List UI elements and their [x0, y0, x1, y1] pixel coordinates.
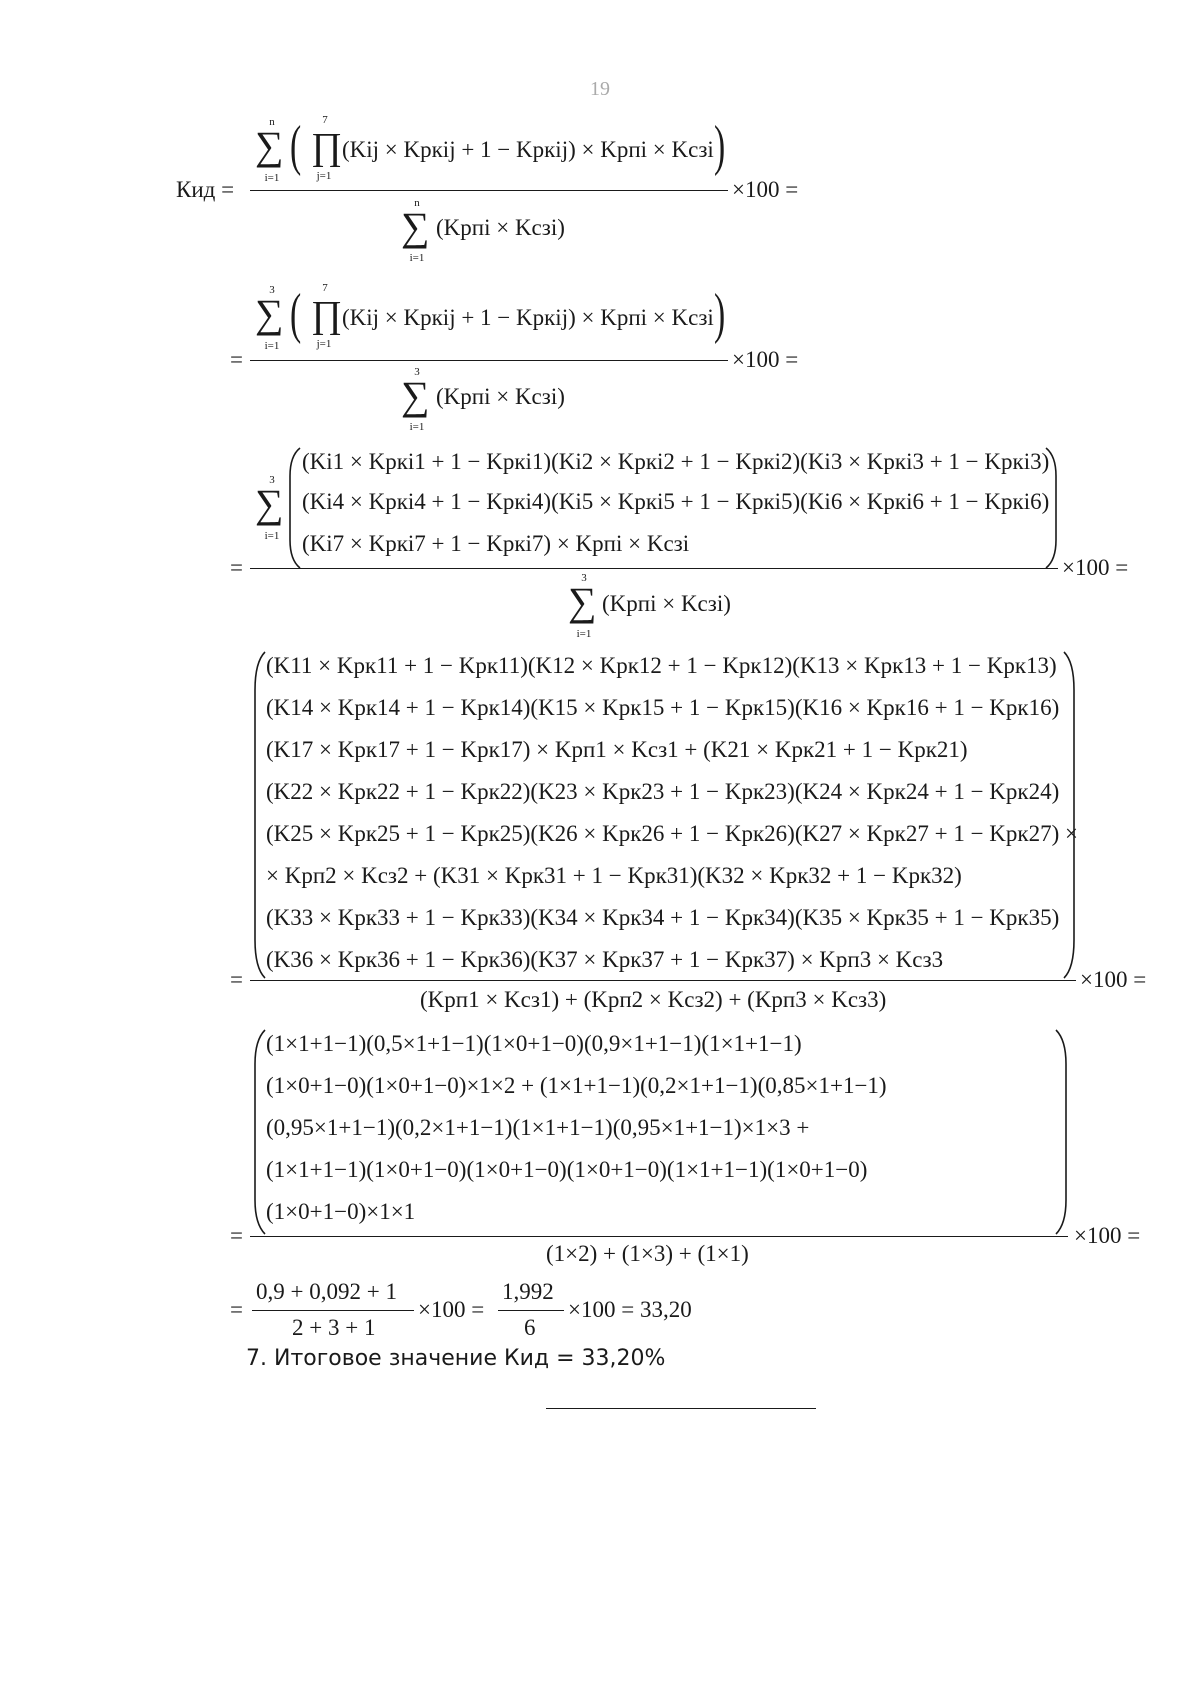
product-symbol: ∏: [311, 294, 343, 336]
numerator-line: (K14 × Kpк14 + 1 − Kpк14)(K15 × Kpк15 + …: [266, 695, 1060, 720]
numerator-line: (1×0+1−0)(1×0+1−0)×1×2 + (1×1+1−1)(0,2×1…: [266, 1073, 887, 1098]
numerator-line: (K25 × Kpк25 + 1 − Kpк25)(K26 × Kpк26 + …: [266, 821, 1078, 846]
footer-divider: [546, 1408, 816, 1409]
sum-lower: i=1: [409, 252, 425, 264]
fraction-1-numerator: 0,9 + 0,092 + 1: [256, 1279, 397, 1304]
times-100: ×100 =: [1080, 967, 1147, 992]
equals-sign: =: [230, 1297, 243, 1322]
page-number: 19: [590, 78, 610, 100]
numerator-line: (Ki7 × Kpкi7 + 1 − Kpкi7) × Kpпi × Kcзi: [302, 531, 690, 556]
fraction-bar: [250, 980, 1076, 981]
times-100: ×100 =: [732, 177, 799, 202]
prod-lower: j=1: [316, 170, 332, 182]
prod-upper: 7: [322, 282, 328, 294]
sigma-symbol: ∑: [401, 204, 430, 249]
equals-sign: =: [230, 347, 243, 372]
equals-sign: =: [230, 1223, 243, 1248]
right-brace: [1045, 447, 1057, 569]
fraction-bar: [250, 360, 728, 361]
right-brace: [1055, 1029, 1067, 1235]
fraction-bar: [250, 1236, 1068, 1237]
sigma-symbol: ∑: [255, 123, 284, 168]
lhs-label: Кид =: [176, 177, 235, 202]
numerator-line: (K22 × Kpк22 + 1 − Kpк22)(K23 × Kpк23 + …: [266, 779, 1060, 804]
sum-upper: 3: [414, 366, 420, 378]
open-paren: (: [290, 283, 302, 345]
numerator-line: (1×0+1−0)×1×1: [266, 1199, 416, 1224]
numerator-line: (1×1+1−1)(1×0+1−0)(1×0+1−0)(1×0+1−0)(1×1…: [266, 1157, 868, 1182]
sigma-symbol: ∑: [255, 481, 284, 526]
fraction-2-numerator: 1,992: [502, 1279, 554, 1304]
sum-upper: 3: [269, 474, 275, 486]
sum-lower: i=1: [264, 172, 280, 184]
fraction-1-denominator: 2 + 3 + 1: [292, 1315, 376, 1340]
times-100: ×100 =: [732, 347, 799, 372]
numerator-line: (0,95×1+1−1)(0,2×1+1−1)(1×1+1−1)(0,95×1+…: [266, 1115, 810, 1140]
prod-lower: j=1: [316, 338, 332, 350]
sigma-symbol: ∑: [401, 373, 430, 418]
sigma-symbol: ∑: [255, 291, 284, 336]
fraction-bar: [498, 1310, 564, 1311]
times-100: ×100 =: [1062, 555, 1129, 580]
sum-upper: n: [414, 197, 420, 209]
fraction-bar: [250, 190, 728, 191]
numerator-line: (K36 × Kpк36 + 1 − Kpк36)(K37 × Kpк37 + …: [266, 947, 944, 972]
numerator-line: (Ki4 × Kpкi4 + 1 − Kpкi4)(Ki5 × Kpкi5 + …: [302, 489, 1050, 514]
prod-upper: 7: [322, 114, 328, 126]
denominator-expression: (Kpпi × Kcзi): [602, 591, 731, 616]
final-value: ×100 = 33,20: [568, 1297, 692, 1322]
sum-upper: n: [269, 116, 275, 128]
left-brace: [254, 1029, 266, 1235]
sum-lower: i=1: [264, 530, 280, 542]
sum-lower: i=1: [409, 421, 425, 433]
fraction-2-denominator: 6: [524, 1315, 536, 1340]
denominator-expression: (1×2) + (1×3) + (1×1): [546, 1241, 749, 1266]
numerator-expression: (Kij × Kpкij + 1 − Kpкij) × Kpпi × Kcзi: [342, 137, 714, 162]
product-symbol: ∏: [311, 126, 343, 168]
numerator-line: (K33 × Kpк33 + 1 − Kpк33)(K34 × Kpк34 + …: [266, 905, 1060, 930]
sum-lower: i=1: [264, 340, 280, 352]
numerator-line: (1×1+1−1)(0,5×1+1−1)(1×0+1−0)(0,9×1+1−1)…: [266, 1031, 802, 1056]
close-paren: ): [714, 115, 726, 177]
sigma-symbol: ∑: [568, 579, 597, 624]
denominator-expression: (Kpп1 × Kcз1) + (Kpп2 × Kcз2) + (Kpп3 × …: [420, 987, 887, 1012]
fraction-bar: [252, 1310, 414, 1311]
sum-lower: i=1: [576, 628, 592, 640]
times-100: ×100 =: [418, 1297, 485, 1322]
numerator-expression: (Kij × Kpкij + 1 − Kpкij) × Kpпi × Kcзi: [342, 305, 714, 330]
right-brace: [1063, 651, 1075, 979]
sum-upper: 3: [581, 572, 587, 584]
denominator-expression: (Kpпi × Kcзi): [436, 215, 565, 240]
times-100: ×100 =: [1074, 1223, 1141, 1248]
result-text: 7. Итоговое значение Кид = 33,20%: [246, 1346, 666, 1371]
numerator-line: (K11 × Kpк11 + 1 − Kpк11)(K12 × Kpк12 + …: [266, 653, 1057, 678]
left-brace: [254, 651, 266, 979]
fraction-bar: [250, 568, 1058, 569]
numerator-line: × Kpп2 × Kcз2 + (K31 × Kpк31 + 1 − Kpк31…: [266, 863, 962, 888]
sum-upper: 3: [269, 284, 275, 296]
numerator-line: (Ki1 × Kpкi1 + 1 − Kpкi1)(Ki2 × Kpкi2 + …: [302, 449, 1050, 474]
numerator-line: (K17 × Kpк17 + 1 − Kpк17) × Kpп1 × Kcз1 …: [266, 737, 968, 762]
close-paren: ): [714, 283, 726, 345]
left-brace: [289, 447, 301, 569]
equals-sign: =: [230, 555, 243, 580]
denominator-expression: (Kpпi × Kcзi): [436, 384, 565, 409]
equals-sign: =: [230, 967, 243, 992]
open-paren: (: [290, 115, 302, 177]
